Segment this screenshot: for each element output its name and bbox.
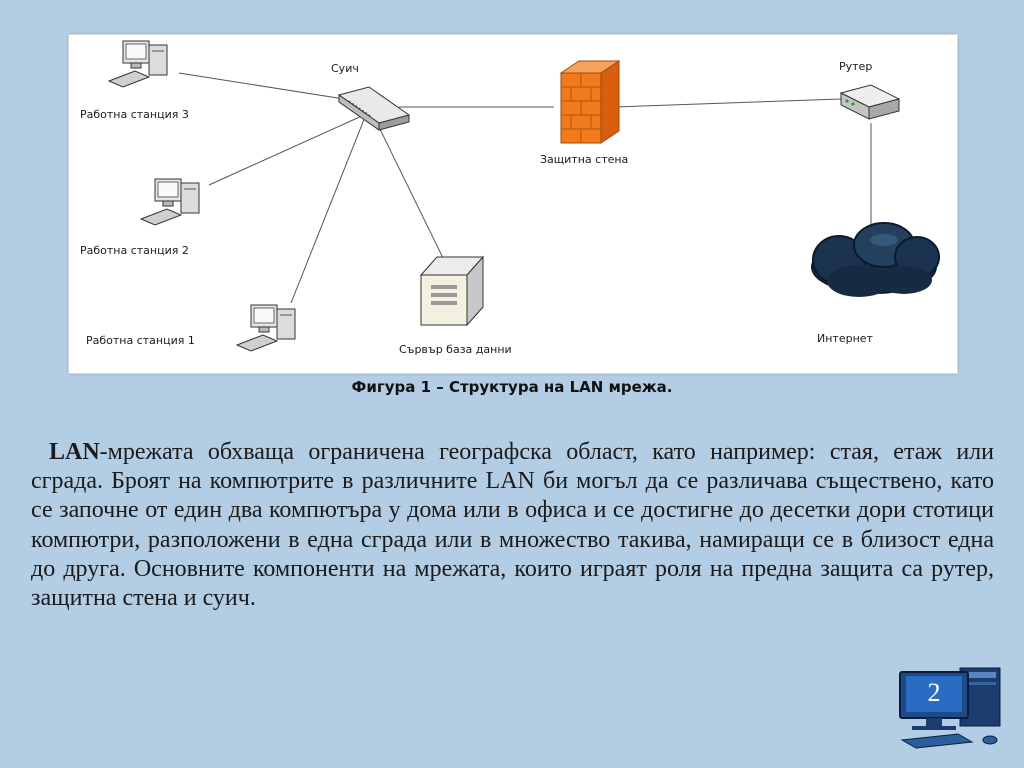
computer-icon [899, 667, 1001, 749]
workstation-1-icon [235, 304, 296, 352]
link-ws1-switch [290, 116, 366, 304]
slide-number: 2 [927, 678, 941, 707]
router-label: Рутер [839, 60, 872, 73]
workstation-2-label: Работна станция 2 [80, 244, 189, 257]
workstation-1-label: Работна станция 1 [86, 334, 195, 347]
network-diagram: Работна станция 3 Работна станция 2 Рабо… [68, 34, 958, 374]
firewall-icon [559, 60, 621, 144]
workstation-3-icon [107, 40, 168, 88]
database-server-icon [419, 255, 485, 327]
link-ws3-switch [178, 72, 345, 100]
switch-icon [337, 86, 411, 131]
link-firewall-router [613, 98, 842, 108]
link-ws2-switch [208, 114, 365, 186]
figure-caption: Фигура 1 – Структура на LAN мрежа. [351, 378, 673, 396]
network-diagram-svg: Работна станция 3 Работна станция 2 Рабо… [80, 40, 940, 356]
workstation-3-label: Работна станция 3 [80, 108, 189, 121]
slide-number-badge: 2 [898, 664, 1004, 750]
switch-label: Суич [331, 62, 359, 75]
internet-cloud-icon [811, 222, 940, 297]
body-text: -мрежата обхваща ограничена географска о… [31, 439, 994, 612]
link-db-switch [373, 116, 445, 261]
router-icon [839, 84, 901, 120]
internet-label: Интернет [817, 332, 874, 345]
body-lead-term: LAN [49, 439, 100, 465]
firewall-label: Защитна стена [540, 153, 628, 166]
database-server-label: Сървър база данни [399, 343, 512, 356]
body-paragraph: LAN-мрежата обхваща ограничена географск… [31, 438, 994, 613]
workstation-2-icon [139, 178, 200, 226]
